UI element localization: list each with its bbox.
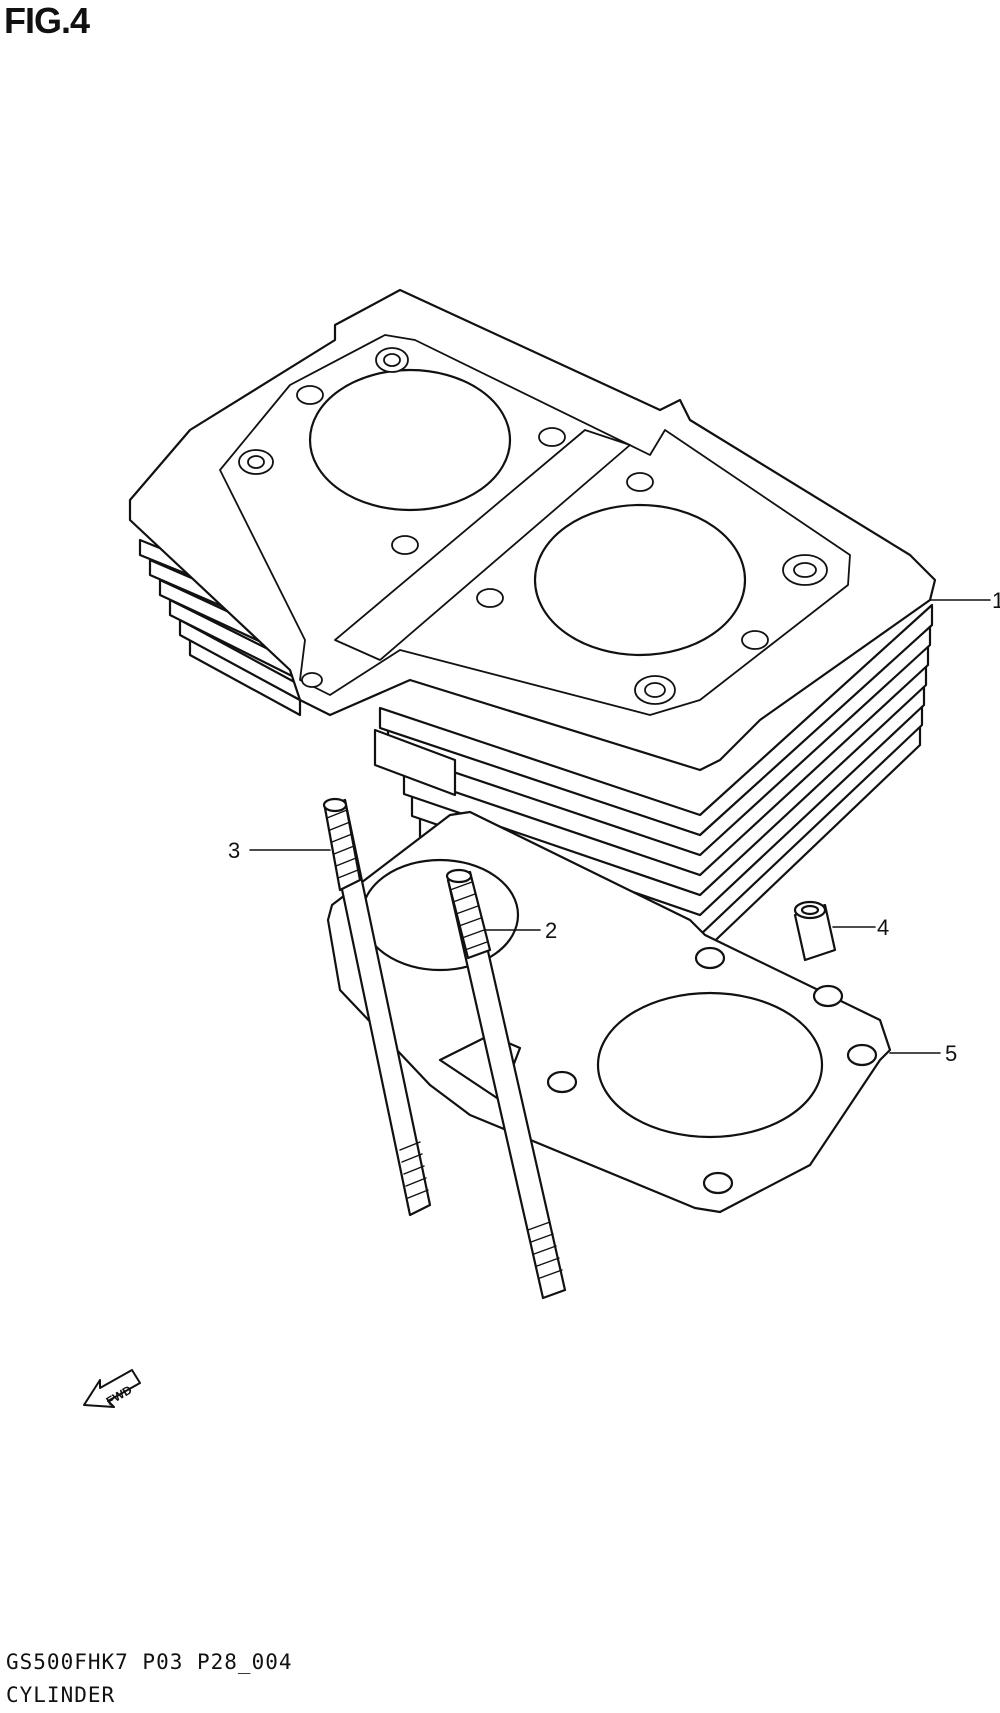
callout-1: 1 (992, 588, 1000, 613)
leader-lines (249, 599, 991, 1054)
callout-2: 2 (545, 918, 558, 943)
callout-3: 3 (228, 838, 241, 863)
fwd-arrow-icon (83, 1369, 141, 1408)
figure-title: FIG.4 (4, 0, 90, 41)
callout-5: 5 (945, 1041, 958, 1066)
part-name: CYLINDER (6, 1683, 116, 1707)
callout-4: 4 (877, 915, 890, 940)
drawing-code: GS500FHK7 P03 P28_004 (6, 1650, 293, 1674)
dowel-pin (793, 900, 837, 962)
stud-bolt-long (322, 797, 432, 1217)
stud-bolt (445, 868, 567, 1300)
